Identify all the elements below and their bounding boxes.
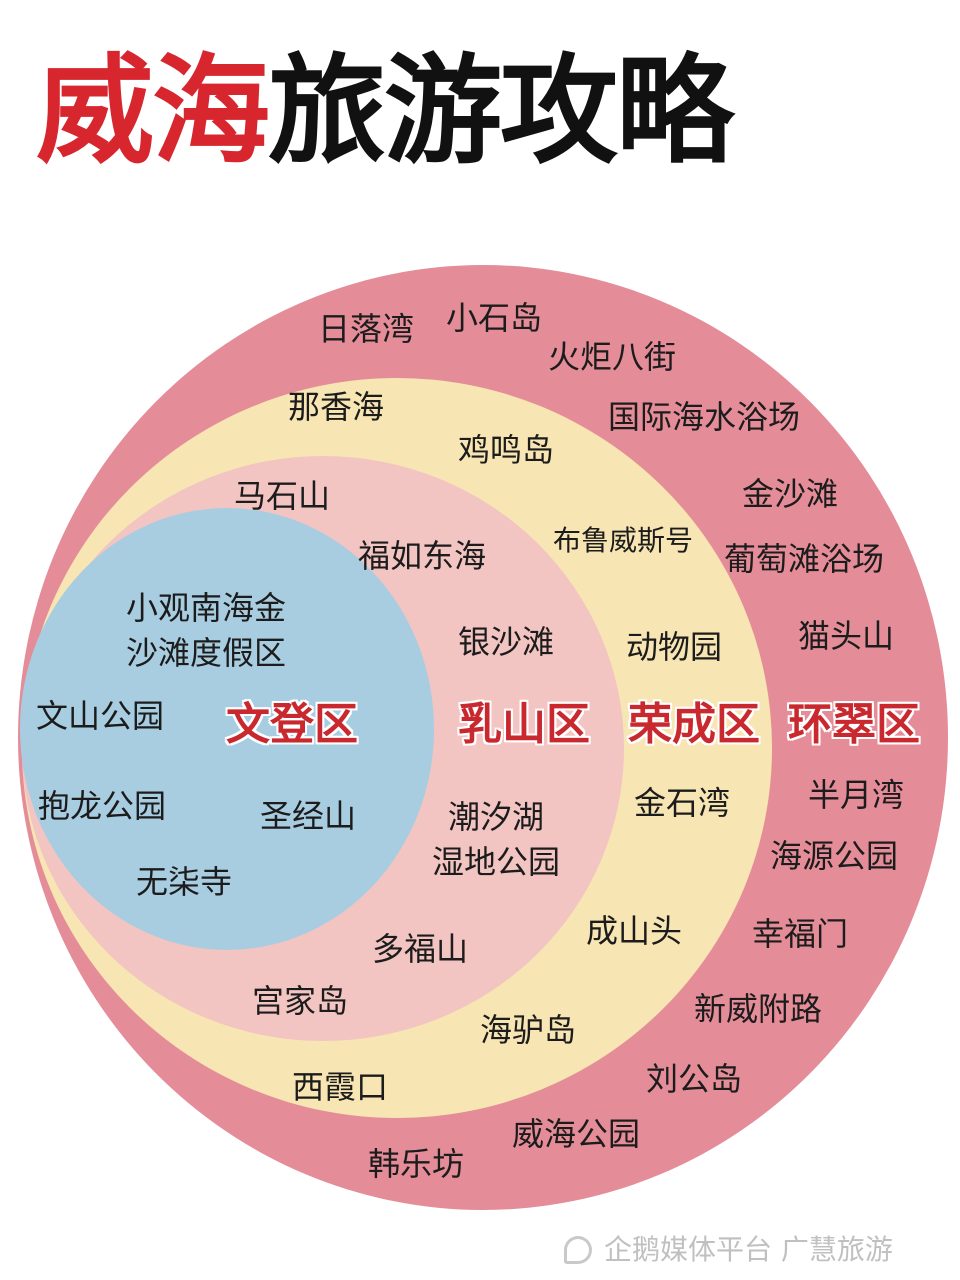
place-label: 圣经山 [260,797,357,835]
place-label: 国际海水浴场 [608,398,801,436]
watermark-text: 企鹅媒体平台 广慧旅游 [604,1233,893,1266]
place-label: 无柒寺 [136,863,233,901]
place-label: 金沙滩 [742,475,839,513]
place-label: 宫家岛 [252,982,349,1020]
place-label: 成山头 [586,912,683,950]
place-label: 布鲁威斯号 [553,524,694,557]
place-label: 海驴岛 [480,1011,577,1049]
place-label: 多福山 [372,930,469,968]
title-part-black: 旅游攻略 [268,42,734,180]
place-label: 日落湾 [318,310,415,348]
place-label: 金石湾 [634,784,731,822]
place-label: 威海公园 [512,1115,641,1153]
place-label: 马石山 [234,477,331,515]
place-label: 幸福门 [752,915,849,953]
place-label: 小石岛 [446,299,543,337]
place-label-line: 沙滩度假区 [126,634,287,673]
place-label-line: 潮汐湖 [448,798,545,836]
district-label-huancui: 环翠区 [788,699,920,750]
place-label: 猫头山 [798,617,895,655]
place-label: 海源公园 [770,837,899,875]
page-title: 威海旅游攻略 [36,52,734,170]
place-label: 刘公岛 [646,1060,743,1098]
district-label-wendeng: 文登区 [226,699,358,750]
place-label: 那香海 [288,388,385,426]
place-label: 火炬八街 [548,338,677,376]
place-label: 葡萄滩浴场 [724,540,885,578]
district-label-rongcheng: 荣成区 [628,699,760,750]
place-label: 动物园 [626,628,723,666]
watermark: 企鹅媒体平台 广慧旅游 [562,1228,893,1268]
place-label: 抱龙公园 [38,787,167,825]
place-label-line: 小观南海金 [126,589,287,627]
place-label: 韩乐坊 [368,1145,465,1183]
place-label: 鸡鸣岛 [458,431,555,469]
place-label: 银沙滩 [458,623,555,661]
place-label-line: 湿地公园 [432,843,561,882]
penguin-logo-icon [562,1234,596,1264]
place-label: 文山公园 [36,697,165,735]
place-label: 福如东海 [358,537,487,575]
place-label-wetland: 潮汐湖 湿地公园 [432,795,560,886]
district-label-rushan: 乳山区 [458,699,590,750]
place-label: 新威附路 [694,990,823,1028]
wendeng-district-circle [20,508,434,950]
place-label: 西霞口 [292,1068,389,1106]
place-label: 半月湾 [808,776,905,814]
title-part-red: 威海 [36,42,270,180]
place-label-resort: 小观南海金 沙滩度假区 [126,586,286,677]
